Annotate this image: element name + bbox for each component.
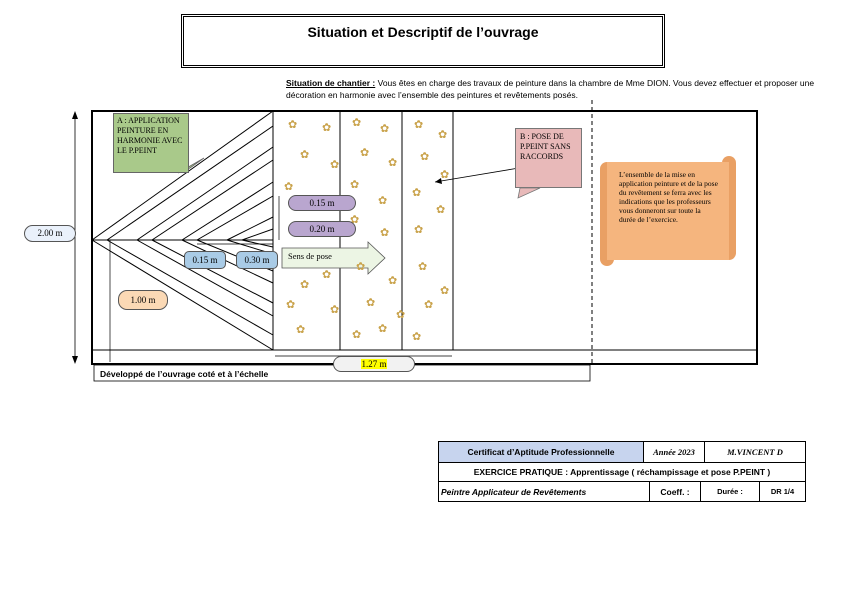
dimension-127-label: 1.27 m — [333, 356, 415, 372]
dimension-030-label: 0.30 m — [236, 251, 278, 269]
callout-a: A : APPLICATION PEINTURE EN HARMONIE AVE… — [113, 113, 189, 173]
title-block-trade: Peintre Applicateur de Revêtements — [438, 481, 650, 502]
wall-drawing — [72, 100, 758, 382]
title-block-coefficient: Coeff. : — [649, 481, 701, 502]
height-arrow-top — [72, 111, 78, 119]
title-block-duration: Durée : — [700, 481, 760, 502]
title-frame — [181, 14, 665, 68]
title-block-page: DR 1/4 — [759, 481, 806, 502]
dimension-015-top-label: 0.15 m — [288, 195, 356, 211]
title-block-exercise: EXERCICE PRATIQUE : Apprentissage ( réch… — [438, 462, 806, 482]
situation-text: Vous êtes en charge des travaux de peint… — [286, 78, 815, 100]
title-block-certificate: Certificat d’Aptitude Professionnelle — [438, 441, 644, 463]
dimension-height-label: 2.00 m — [24, 225, 76, 242]
title-block-author: M.VINCENT D — [704, 441, 806, 463]
instruction-scroll: L’ensemble de la mise en application pei… — [600, 156, 736, 266]
wallpaper-zone — [272, 110, 454, 351]
drawing-caption: Développé de l’ouvrage coté et à l’échel… — [100, 369, 269, 379]
height-arrow-bottom — [72, 356, 78, 364]
scroll-text: L’ensemble de la mise en application pei… — [607, 162, 729, 260]
dimension-020-label: 0.20 m — [288, 221, 356, 237]
laying-direction-arrow — [281, 241, 386, 275]
page-title: Situation et Descriptif de l’ouvrage — [307, 24, 539, 40]
dimension-100-label: 1.00 m — [118, 290, 168, 310]
laying-direction-label: Sens de pose — [288, 251, 332, 261]
situation-paragraph: Situation de chantier : Vous êtes en cha… — [286, 77, 826, 101]
callout-b: B : POSE DE P.PEINT SANS RACCORDS — [515, 128, 582, 188]
chevron-pattern — [91, 110, 274, 351]
situation-label: Situation de chantier : — [286, 78, 376, 88]
dimension-015-bottom-label: 0.15 m — [184, 251, 226, 269]
title-block-year: Année 2023 — [643, 441, 705, 463]
title-block: Certificat d’Aptitude Professionnelle An… — [438, 441, 806, 502]
